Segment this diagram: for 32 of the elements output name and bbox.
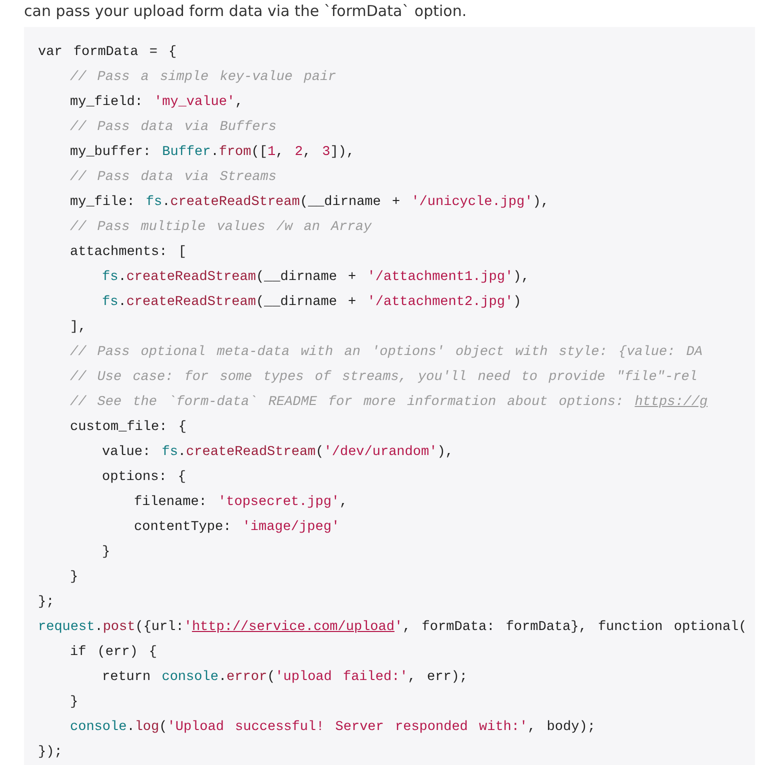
- link: https://g: [634, 395, 708, 410]
- code-line: attachments: [: [70, 244, 186, 262]
- code-line: return console.error('upload failed:', err);: [102, 669, 468, 687]
- code-line: fs.createReadStream(__dirname + '/attachment1.jpg'),: [102, 269, 530, 287]
- code-comment: // Pass a simple key-value pair: [70, 69, 336, 87]
- code-comment: // Pass multiple values /w an Array: [70, 219, 372, 237]
- code-line: custom_file: {: [70, 419, 186, 437]
- code-line: my_field: 'my_value',: [70, 94, 244, 112]
- code-line: contentType: 'image/jpeg': [134, 519, 340, 537]
- code-line: });: [38, 744, 62, 762]
- code-comment: // Pass optional meta-data with an 'options' object with style: {value: DA: [70, 344, 702, 362]
- code-line: filename: 'topsecret.jpg',: [134, 494, 348, 512]
- code-line: ],: [70, 319, 86, 337]
- code-line: my_buffer: Buffer.from([1, 2, 3]),: [70, 144, 354, 162]
- code-line: }: [70, 569, 78, 587]
- code-line: value: fs.createReadStream('/dev/urandom'),: [102, 444, 454, 462]
- code-line: my_file: fs.createReadStream(__dirname + '/unicycle.jpg'),: [70, 194, 549, 212]
- code-line: fs.createReadStream(__dirname + '/attachment2.jpg'): [102, 294, 522, 312]
- intro-text: can pass your upload form data via the `formData` option.: [24, 2, 467, 20]
- code-comment: // Use case: for some types of streams, you'll need to provide "file"-rel: [70, 369, 698, 387]
- link: http://service.com/upload: [192, 620, 394, 635]
- code-line: console.log('Upload successful! Server responded with:', body);: [70, 719, 596, 737]
- code-line: request.post({url:'http://service.com/upload', formData: formData}, function optional(: [38, 619, 747, 637]
- code-line: }: [102, 544, 110, 562]
- code-line: if (err) {: [70, 644, 158, 662]
- code-comment: // Pass data via Streams: [70, 169, 276, 187]
- code-line: options: {: [102, 469, 186, 487]
- code-comment: // Pass data via Buffers: [70, 119, 276, 137]
- code-comment: // See the `form-data` README for more information about options: https://g: [70, 394, 708, 412]
- code-line: var formData = {: [38, 44, 177, 62]
- code-line: }: [70, 694, 78, 712]
- code-line: };: [38, 594, 54, 612]
